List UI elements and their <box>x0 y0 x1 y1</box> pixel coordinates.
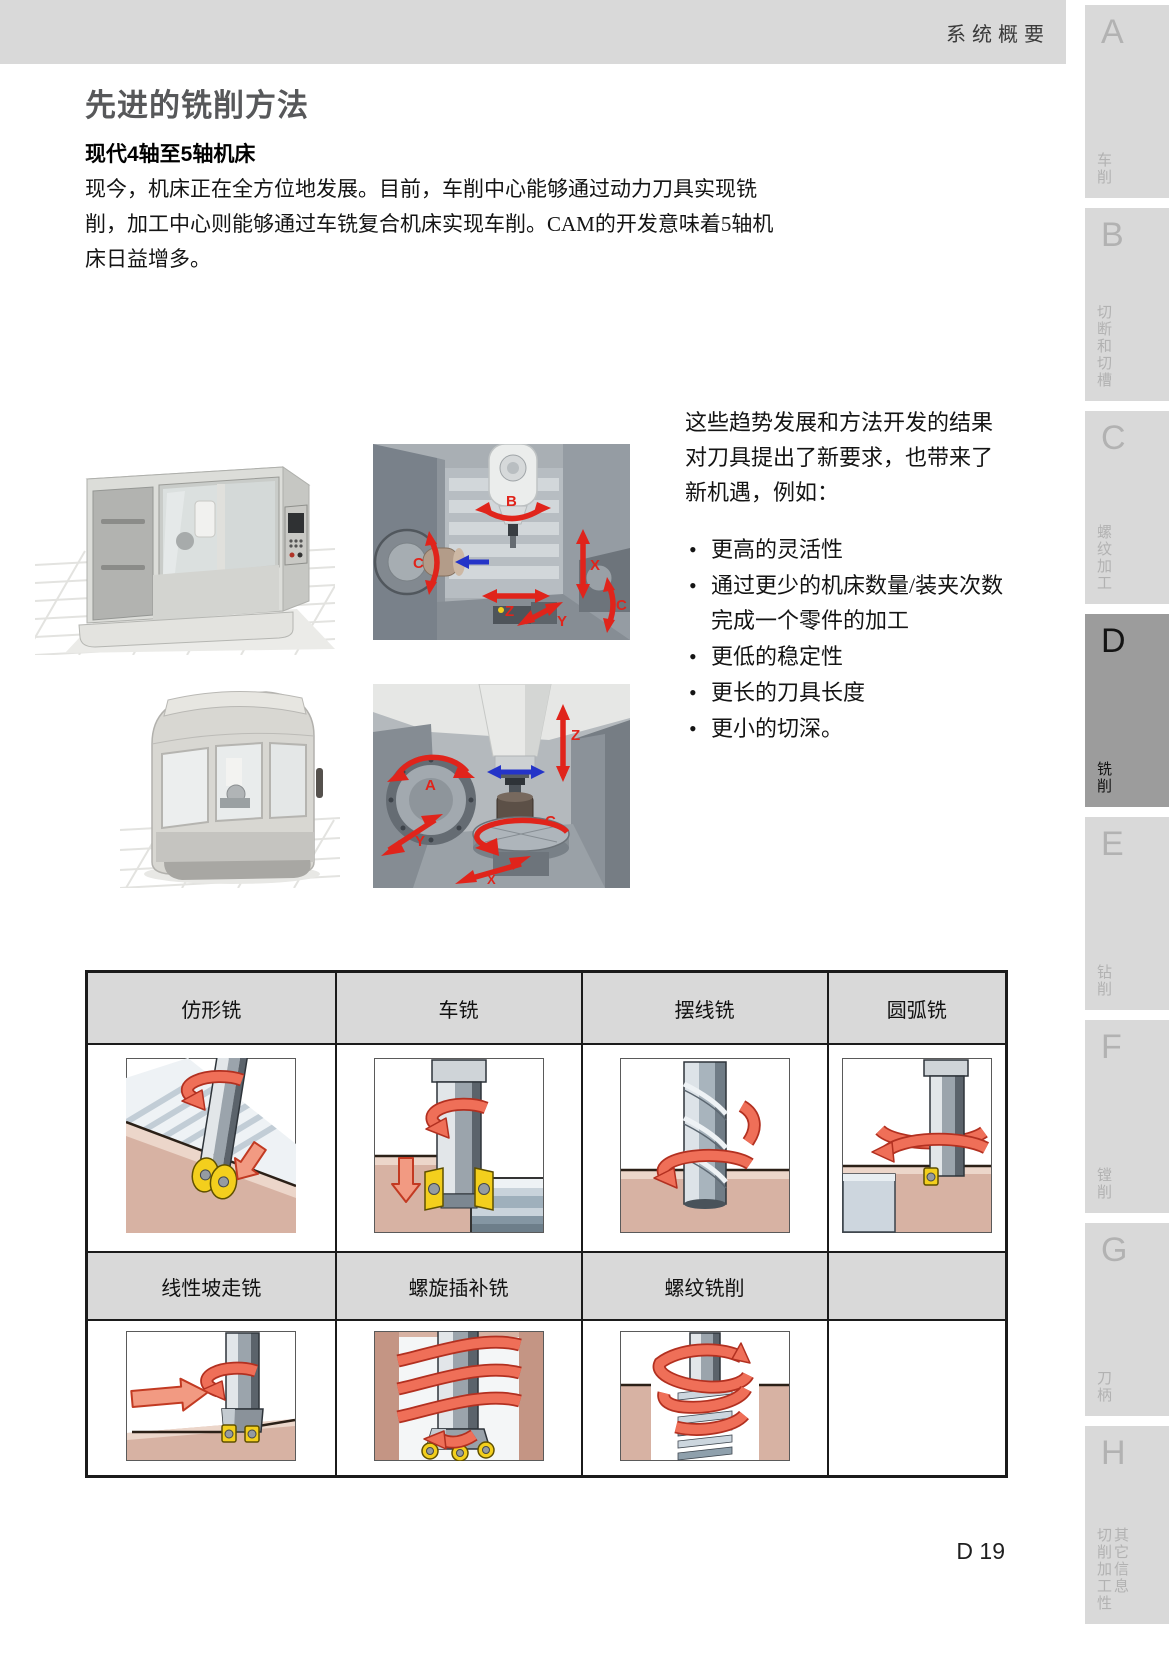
sidebar-tab-g: G 刀柄 <box>1085 1223 1169 1416</box>
milling-methods-table: 仿形铣 车铣 摆线铣 圆弧铣 <box>85 970 1008 1478</box>
trends-bullet: 更高的灵活性 <box>685 532 1007 567</box>
linear-ramping-cell <box>85 1319 337 1478</box>
tab-letter: E <box>1101 825 1124 863</box>
axis-arrows: Z A Y C X <box>381 704 580 887</box>
blue-feed-arrow <box>487 765 501 779</box>
tab-letter: H <box>1101 1434 1126 1472</box>
tab-letter: G <box>1101 1231 1128 1269</box>
trochoidal-milling-cell <box>580 1043 829 1253</box>
turn-milling-illustration <box>373 1058 544 1233</box>
method-header-thread-milling: 螺纹铣削 <box>580 1251 829 1321</box>
method-header-trochoidal-milling: 摆线铣 <box>580 970 829 1045</box>
tab-label: 刀柄 <box>1095 1370 1112 1404</box>
method-header-circular-milling: 圆弧铣 <box>826 970 1008 1045</box>
trends-bullet: 通过更少的机床数量/装夹次数完成一个零件的加工 <box>685 568 1007 638</box>
section-subtitle: 现代4轴至5轴机床 <box>85 143 256 166</box>
tab-letter: B <box>1101 216 1124 254</box>
sidebar-tab-d-active: D 铣削 <box>1085 614 1169 807</box>
linear-ramping-illustration <box>126 1330 297 1461</box>
tab-label: 钻削 <box>1095 964 1112 998</box>
control-panel <box>284 504 308 566</box>
sidebar-tab-a: A 车削 <box>1085 5 1169 198</box>
helical-interpolation-illustration <box>373 1329 544 1462</box>
sidebar-tab-f: F 镗削 <box>1085 1020 1169 1213</box>
sidebar-tab-c: C 螺纹加工 <box>1085 411 1169 604</box>
trends-bullet: 更低的稳定性 <box>685 639 1007 674</box>
page-number: D 19 <box>956 1538 1005 1564</box>
axis-label-y: Y <box>557 613 567 630</box>
thread-milling-illustration <box>619 1330 790 1461</box>
tab-letter: F <box>1101 1028 1122 1066</box>
axis-label-b: B <box>506 493 517 510</box>
tab-label: 铣削 <box>1095 761 1112 795</box>
circular-milling-cell <box>826 1043 1008 1253</box>
turn-mill-interior-figure: B X Z Y C C <box>373 444 630 640</box>
empty-cell <box>826 1319 1008 1478</box>
axis-label-x: X <box>487 872 496 887</box>
section-title: 系统概要 <box>946 23 1050 46</box>
intro-paragraph: 现今，机床正在全方位地发展。目前，车削中心能够通过动力刀具实现铣削，加工中心则能… <box>85 177 774 271</box>
helical-interpolation-cell <box>334 1319 583 1478</box>
trends-bullet: 更长的刀具长度 <box>685 675 1007 710</box>
method-header-helical-interpolation: 螺旋插补铣 <box>334 1251 583 1321</box>
tab-label: 车削 <box>1095 152 1112 186</box>
tab-label: 切断和切槽 <box>1095 304 1112 389</box>
tab-letter: C <box>1101 419 1126 457</box>
trends-text-block: 这些趋势发展和方法开发的结果对刀具提出了新要求，也带来了新机遇，例如： 更高的灵… <box>685 405 1007 747</box>
door-handle <box>316 768 323 798</box>
axis-label-z: Z <box>505 603 514 620</box>
axis-label-x: X <box>590 557 600 574</box>
profile-milling-illustration <box>125 1048 297 1233</box>
tab-label: 切削加工性 其它信息 <box>1095 1527 1129 1612</box>
turn-milling-cell <box>334 1043 583 1253</box>
circular-milling-illustration <box>841 1058 992 1233</box>
five-axis-machine-figure <box>120 691 340 888</box>
blue-feed-arrow <box>455 555 469 569</box>
trends-list: 更高的灵活性 通过更少的机床数量/装夹次数完成一个零件的加工 更低的稳定性 更长… <box>685 532 1007 746</box>
machine-body <box>78 466 311 648</box>
sidebar-tab-b: B 切断和切槽 <box>1085 208 1169 401</box>
axis-label-c-right: C <box>616 597 627 614</box>
spindle <box>478 684 552 797</box>
method-header-linear-ramping: 线性坡走铣 <box>85 1251 337 1321</box>
tab-label: 螺纹加工 <box>1095 524 1112 592</box>
thread-milling-cell <box>580 1319 829 1478</box>
trends-lead: 这些趋势发展和方法开发的结果对刀具提出了新要求，也带来了新机遇，例如： <box>685 410 994 505</box>
axis-label-y: Y <box>415 833 425 850</box>
axis-label-c-left: C <box>413 555 424 572</box>
turning-center-machine-figure <box>35 466 335 655</box>
page-title: 先进的铣削方法 <box>85 88 309 123</box>
axis-label-z: Z <box>571 727 580 744</box>
machine-body <box>151 691 323 880</box>
tailstock <box>579 548 630 612</box>
tab-label: 镗削 <box>1095 1167 1112 1201</box>
sidebar-tab-e: E 钻削 <box>1085 817 1169 1010</box>
trochoidal-milling-illustration <box>619 1058 790 1233</box>
chuck <box>373 528 465 596</box>
tab-letter: A <box>1101 13 1124 51</box>
method-header-profile-milling: 仿形铣 <box>85 970 337 1045</box>
method-header-turn-milling: 车铣 <box>334 970 583 1045</box>
axis-label-a: A <box>425 777 436 794</box>
axis-arrows: B X Z Y C C <box>413 493 627 633</box>
profile-milling-cell <box>85 1043 337 1253</box>
axis-label-c: C <box>545 813 556 830</box>
tab-letter: D <box>1101 622 1126 660</box>
trends-bullet: 更小的切深。 <box>685 711 1007 746</box>
sidebar-tab-h: H 切削加工性 其它信息 <box>1085 1426 1169 1624</box>
header-band: 系统概要 <box>0 0 1066 64</box>
five-axis-interior-figure: Z A Y C X <box>373 684 630 888</box>
method-header-empty <box>826 1251 1008 1321</box>
